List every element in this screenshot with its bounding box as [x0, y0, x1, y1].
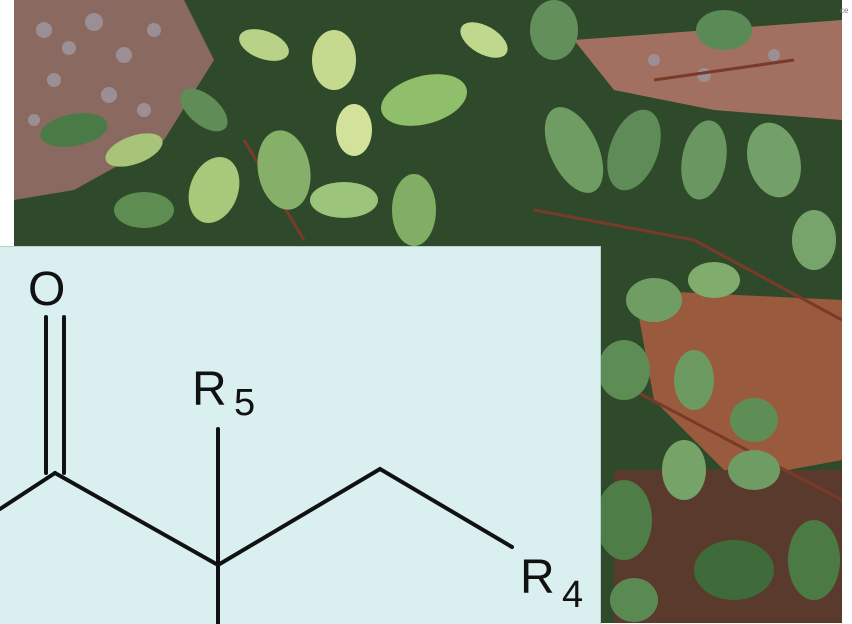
r5-subscript: 5 — [234, 382, 255, 424]
bond-c2-c3 — [216, 467, 382, 567]
r4-label: R — [520, 551, 555, 604]
bond-c1-c2 — [53, 471, 220, 567]
bond-left-out — [0, 471, 57, 511]
oxygen-label: O — [28, 263, 65, 316]
structure-diagram: O R 5 R 4 — [0, 263, 583, 624]
bond-c3-r4 — [378, 467, 514, 549]
edge-text: ce — [840, 6, 849, 15]
bonds — [0, 315, 514, 624]
chemical-structure-panel: O R 5 R 4 — [0, 246, 601, 624]
r5-label: R — [192, 363, 227, 416]
r4-subscript: 4 — [562, 574, 583, 616]
